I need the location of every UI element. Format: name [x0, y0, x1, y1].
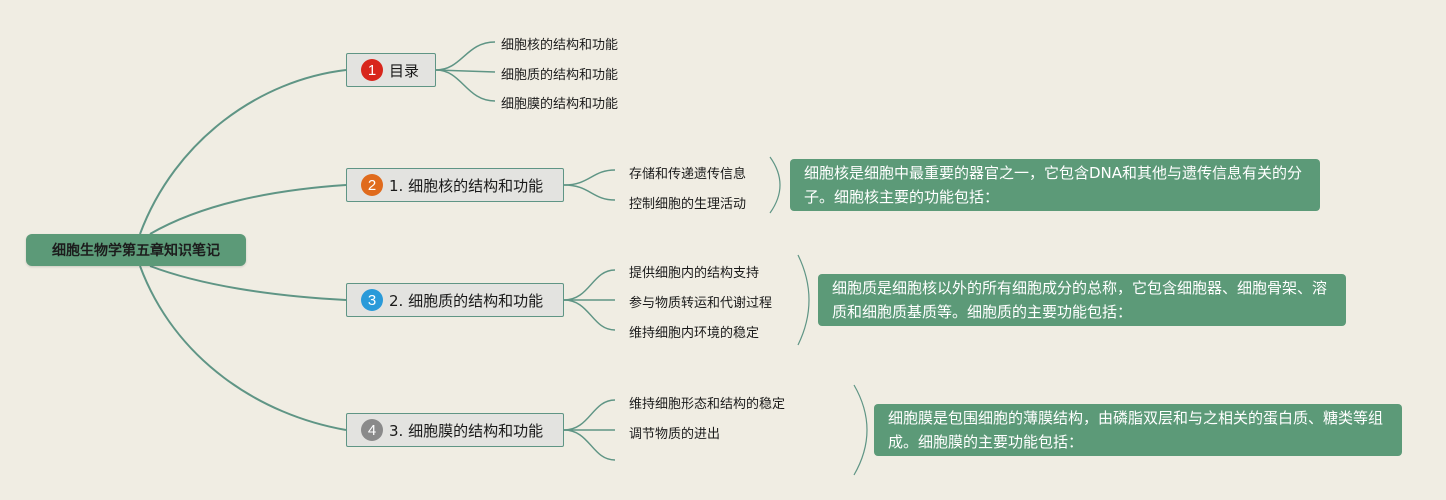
t2-link-b: [563, 184, 616, 201]
subtopic-3-3[interactable]: 维持细胞内环境的稳定: [629, 326, 760, 341]
t4-link-c: [563, 429, 616, 461]
root-link-2: [149, 184, 347, 235]
t1-link-a: [435, 41, 496, 71]
topic-membrane[interactable]: 4 3. 细胞膜的结构和功能: [346, 413, 564, 447]
subtopic-1-1[interactable]: 细胞核的结构和功能: [501, 38, 619, 53]
t2-link-a: [563, 169, 616, 186]
t4-brace: [853, 384, 868, 476]
t4-link-a: [563, 399, 616, 431]
topic-label: 1. 细胞核的结构和功能: [389, 176, 544, 195]
root-label: 细胞生物学第五章知识笔记: [52, 243, 220, 259]
topic-contents[interactable]: 1 目录: [346, 53, 436, 87]
topic-cytoplasm[interactable]: 3 2. 细胞质的结构和功能: [346, 283, 564, 317]
t3-link-c: [563, 299, 616, 331]
t2-brace: [769, 156, 781, 214]
topic-label: 目录: [389, 61, 420, 80]
note-cytoplasm[interactable]: 细胞质是细胞核以外的所有细胞成分的总称，它包含细胞器、细胞骨架、溶质和细胞质基质…: [818, 274, 1346, 326]
subtopic-1-2[interactable]: 细胞质的结构和功能: [501, 68, 619, 83]
subtopic-3-2[interactable]: 参与物质转运和代谢过程: [629, 296, 773, 311]
t3-link-a: [563, 269, 616, 301]
number-badge-4: 4: [361, 419, 383, 441]
subtopic-2-1[interactable]: 存储和传递遗传信息: [629, 167, 747, 182]
subtopic-2-2[interactable]: 控制细胞的生理活动: [629, 197, 747, 212]
subtopic-4-2[interactable]: 调节物质的进出: [629, 427, 721, 442]
topic-nucleus[interactable]: 2 1. 细胞核的结构和功能: [346, 168, 564, 202]
t3-brace: [797, 254, 810, 346]
root-link-3: [149, 265, 347, 301]
note-nucleus[interactable]: 细胞核是细胞中最重要的器官之一，它包含DNA和其他与遗传信息有关的分子。细胞核主…: [790, 159, 1320, 211]
number-badge-2: 2: [361, 174, 383, 196]
root-link-4: [139, 265, 347, 431]
t1-link-b: [435, 69, 496, 73]
subtopic-4-1[interactable]: 维持细胞形态和结构的稳定: [629, 397, 786, 412]
root-node[interactable]: 细胞生物学第五章知识笔记: [26, 234, 246, 266]
t1-link-c: [435, 69, 496, 102]
topic-label: 2. 细胞质的结构和功能: [389, 291, 544, 310]
number-badge-3: 3: [361, 289, 383, 311]
topic-label: 3. 细胞膜的结构和功能: [389, 421, 544, 440]
note-membrane[interactable]: 细胞膜是包围细胞的薄膜结构，由磷脂双层和与之相关的蛋白质、糖类等组成。细胞膜的主…: [874, 404, 1402, 456]
subtopic-1-3[interactable]: 细胞膜的结构和功能: [501, 97, 619, 112]
number-badge-1: 1: [361, 59, 383, 81]
subtopic-3-1[interactable]: 提供细胞内的结构支持: [629, 266, 760, 281]
root-link-1: [139, 69, 347, 235]
